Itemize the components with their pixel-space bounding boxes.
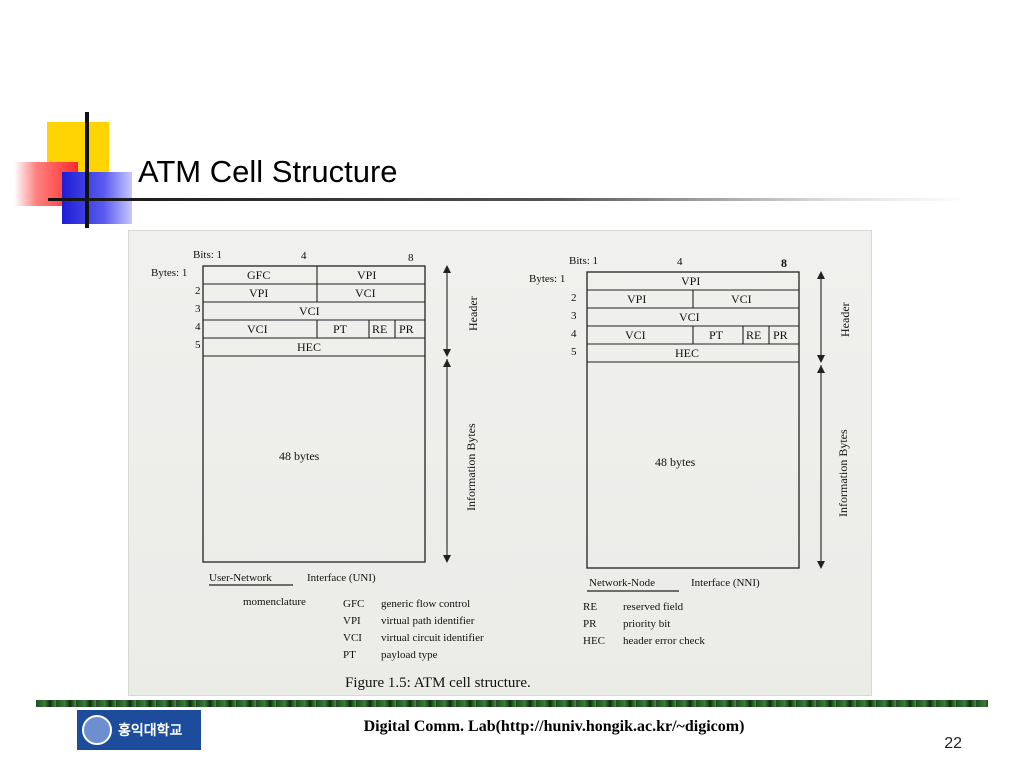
nni-pt-field: PT — [709, 328, 724, 342]
nomenclature-legend: momenclature GFC generic flow control VP… — [243, 596, 705, 661]
legend-vci-desc: virtual circuit identifier — [381, 632, 484, 644]
uni-cell-diagram: Bits: 1 4 8 Bytes: 1 2 3 4 5 GFC VPI — [151, 249, 480, 586]
uni-interface-prefix: User-Network — [209, 572, 272, 584]
uni-bit-4: 4 — [301, 250, 307, 262]
title-underline — [48, 198, 968, 201]
nni-pr-field: PR — [773, 328, 788, 342]
nni-vpi-field-1: VPI — [681, 274, 700, 288]
university-logo: 홍익대학교 — [77, 710, 201, 750]
uni-cell-outline — [202, 265, 426, 563]
vertical-rule-decoration — [85, 112, 89, 228]
uni-byte-3: 3 — [195, 303, 201, 315]
legend-pt-desc: payload type — [381, 649, 438, 661]
nni-bytes-label: Bytes: 1 — [529, 273, 565, 285]
uni-hec-field: HEC — [297, 340, 321, 354]
uni-vci-field-2: VCI — [299, 304, 320, 318]
nni-bit-4: 4 — [677, 256, 683, 268]
nni-vpi-field-2: VPI — [627, 292, 646, 306]
uni-bits-label: Bits: 1 — [193, 249, 222, 261]
footer-band — [36, 700, 988, 707]
nni-info-label: Information Bytes — [836, 429, 850, 517]
uni-byte-5: 5 — [195, 339, 201, 351]
footer-text: Digital Comm. Lab(http://huniv.hongik.ac… — [363, 718, 745, 735]
page-number: 22 — [944, 735, 962, 752]
uni-vpi-field-2: VPI — [249, 286, 268, 300]
nni-bits-label: Bits: 1 — [569, 255, 598, 267]
legend-re-desc: reserved field — [623, 601, 684, 613]
legend-hec-abbr: HEC — [583, 635, 605, 647]
legend-vci-abbr: VCI — [343, 632, 362, 644]
legend-re-abbr: RE — [583, 601, 597, 613]
figure-caption: Figure 1.5: ATM cell structure. — [345, 675, 531, 691]
uni-header-label: Header — [466, 296, 480, 331]
uni-vpi-field-1: VPI — [357, 268, 376, 282]
nni-byte-3: 3 — [571, 310, 577, 322]
uni-byte-2: 2 — [195, 285, 201, 297]
nni-cell-outline — [586, 271, 800, 569]
nni-cell-diagram: Bits: 1 4 8 Bytes: 1 2 3 4 5 VPI VPI — [529, 255, 852, 592]
nni-byte-4: 4 — [571, 328, 577, 340]
uni-bit-8: 8 — [408, 252, 414, 264]
nni-interface-prefix: Network-Node — [589, 577, 655, 589]
uni-re-field: RE — [372, 322, 387, 336]
legend-hec-desc: header error check — [623, 635, 705, 647]
scanned-figure: Bits: 1 4 8 Bytes: 1 2 3 4 5 GFC VPI — [128, 230, 872, 696]
nomenclature-label: momenclature — [243, 596, 306, 608]
nni-hec-field: HEC — [675, 346, 699, 360]
uni-pt-field: PT — [333, 322, 348, 336]
nni-byte-2: 2 — [571, 292, 577, 304]
uni-bytes-label: Bytes: 1 — [151, 267, 187, 279]
legend-pr-desc: priority bit — [623, 618, 670, 630]
uni-vci-field-3: VCI — [247, 322, 268, 336]
uni-pr-field: PR — [399, 322, 414, 336]
legend-gfc-abbr: GFC — [343, 598, 364, 610]
nni-re-field: RE — [746, 328, 761, 342]
uni-info-label: Information Bytes — [464, 423, 478, 511]
legend-gfc-desc: generic flow control — [381, 598, 470, 610]
nni-bit-8: 8 — [781, 256, 787, 270]
slide-title: ATM Cell Structure — [138, 154, 398, 189]
nni-vci-field-1: VCI — [731, 292, 752, 306]
nni-header-label: Header — [838, 302, 852, 337]
uni-interface-suffix: Interface (UNI) — [307, 572, 376, 584]
nni-payload-label: 48 bytes — [655, 455, 696, 469]
nni-byte-5: 5 — [571, 346, 577, 358]
uni-byte-4: 4 — [195, 321, 201, 333]
university-logo-text: 홍익대학교 — [118, 723, 183, 739]
nni-vci-field-3: VCI — [625, 328, 646, 342]
legend-pr-abbr: PR — [583, 618, 597, 630]
legend-pt-abbr: PT — [343, 649, 356, 661]
uni-gfc-field: GFC — [247, 268, 270, 282]
legend-vpi-abbr: VPI — [343, 615, 361, 627]
university-seal-icon — [82, 715, 112, 745]
nni-interface-suffix: Interface (NNI) — [691, 577, 760, 589]
legend-vpi-desc: virtual path identifier — [381, 615, 475, 627]
atm-cell-diagram: Bits: 1 4 8 Bytes: 1 2 3 4 5 GFC VPI — [151, 249, 852, 691]
uni-payload-label: 48 bytes — [279, 449, 320, 463]
uni-vci-field-1: VCI — [355, 286, 376, 300]
nni-vci-field-2: VCI — [679, 310, 700, 324]
